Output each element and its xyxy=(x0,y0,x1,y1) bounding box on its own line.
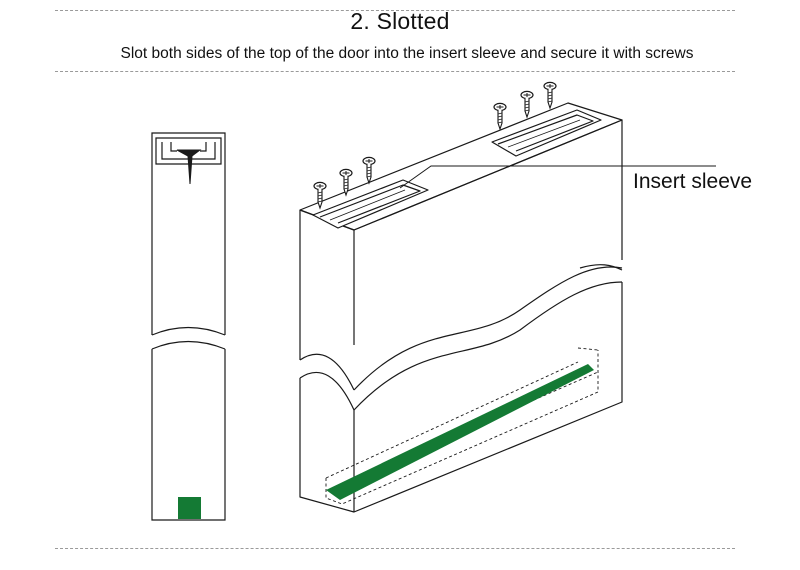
t-connector xyxy=(176,149,202,185)
seal-strip-section xyxy=(178,497,201,519)
seal-strip xyxy=(326,364,594,500)
instruction-text: Slot both sides of the top of the door i… xyxy=(120,45,694,62)
header-dashed-rule xyxy=(55,71,735,72)
bottom-dashed-rule xyxy=(55,548,735,549)
door-isometric-view xyxy=(299,102,623,513)
screw-icon xyxy=(362,156,376,184)
callout-leader xyxy=(399,165,716,189)
insert-sleeve-right xyxy=(491,109,602,157)
screw-icon xyxy=(543,81,557,109)
door-side-view xyxy=(151,132,226,521)
sleeve-profile xyxy=(155,137,222,165)
screw-icon xyxy=(520,90,534,118)
insert-sleeve-label: Insert sleeve xyxy=(633,170,753,193)
top-dashed-rule xyxy=(55,10,735,11)
screw-icon xyxy=(493,102,507,130)
page-title: 2. Slotted xyxy=(350,8,450,34)
